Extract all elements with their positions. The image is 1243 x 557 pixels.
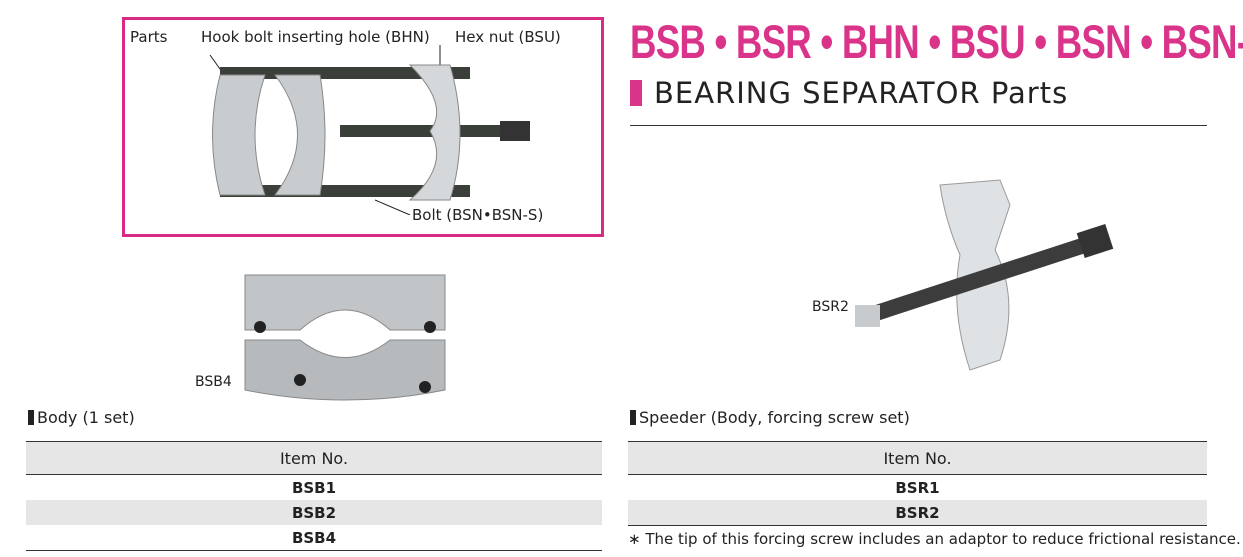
speeder-item-table: Item No. BSR1 BSR2 — [628, 441, 1207, 526]
speeder-bsr2-image — [855, 179, 1114, 371]
body-image-label: BSB4 — [195, 374, 232, 390]
body-section-label: Body (1 set) — [28, 408, 135, 427]
item-no-cell: BSR1 — [895, 478, 940, 497]
table-row: BSB1 — [26, 475, 602, 501]
speeder-section-label: Speeder (Body, forcing screw set) — [630, 408, 910, 427]
subtitle-text: BEARING SEPARATOR Parts — [654, 76, 1069, 110]
bearing-separator-assembly-image — [209, 45, 530, 215]
speeder-image-label: BSR2 — [812, 299, 849, 315]
item-no-cell: BSB2 — [26, 500, 602, 525]
page-title: BSB • BSR • BHN • BSU • BSN • BSN-S — [630, 15, 1243, 68]
table-row: BSR2 — [628, 500, 1207, 526]
page-subtitle: BEARING SEPARATOR Parts — [630, 76, 1068, 110]
table-row: BSR1 — [628, 475, 1207, 501]
item-no-cell: BSR2 — [628, 500, 1207, 526]
column-header-item-no: Item No. — [26, 441, 602, 475]
title-divider — [630, 125, 1207, 126]
speeder-section-text: Speeder (Body, forcing screw set) — [639, 408, 910, 427]
parts-label: Parts — [130, 28, 168, 46]
callout-hook-bolt-hole: Hook bolt inserting hole (BHN) — [201, 28, 430, 46]
body-bsb4-image — [244, 274, 446, 401]
section-marker — [630, 410, 636, 425]
body-item-table: Item No. BSB1 BSB2 BSB4 — [26, 441, 602, 551]
column-header-item-no: Item No. — [628, 441, 1207, 475]
parts-diagram-frame — [122, 17, 604, 237]
table-row: BSB2 — [26, 500, 602, 525]
forcing-screw-note: ∗ The tip of this forcing screw includes… — [628, 530, 1241, 548]
table-row: BSB4 — [26, 525, 602, 551]
body-section-text: Body (1 set) — [37, 408, 135, 427]
subtitle-marker — [630, 80, 642, 106]
section-marker — [28, 410, 34, 425]
item-no-cell: BSB1 — [291, 478, 337, 497]
callout-bolt: Bolt (BSN•BSN-S) — [412, 206, 544, 224]
item-no-cell: BSB4 — [26, 525, 602, 551]
callout-hex-nut: Hex nut (BSU) — [455, 28, 561, 46]
